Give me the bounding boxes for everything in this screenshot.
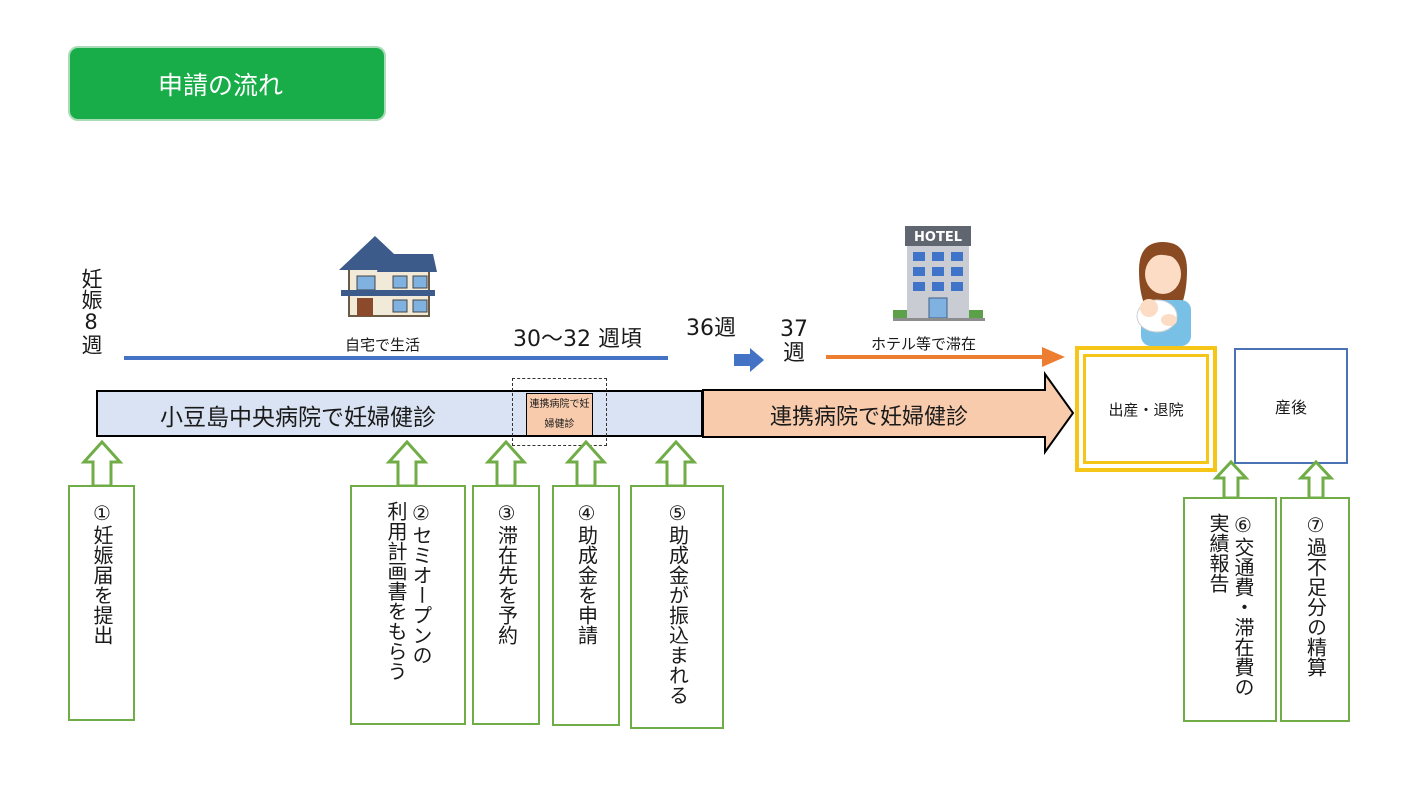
step-4-text: ④助成金を申請: [574, 501, 599, 645]
step-2-text-2: 利用計画書をもらう: [384, 501, 408, 681]
step-7-text: ⑦過不足分の精算: [1303, 513, 1328, 677]
partner-stage-arrow: [702, 370, 1075, 456]
step-2-box: ②セミオープンの 利用計画書をもらう: [350, 485, 466, 725]
birth-label: 出産・退院: [1108, 400, 1184, 419]
transition-arrow: [734, 348, 764, 372]
hotel-icon: HOTEL: [893, 226, 985, 321]
step-5-text: ⑤助成金が振込まれる: [665, 501, 690, 705]
postpartum-label: 産後: [1274, 398, 1307, 417]
step-1-box: ①妊娠届を提出: [68, 485, 135, 721]
step-3-text: ③滞在先を予約: [494, 501, 519, 645]
step1-arrow-icon: [80, 439, 124, 488]
step-2-text-1: ②セミオープンの: [409, 501, 433, 665]
page-title: 申請の流れ: [68, 46, 386, 121]
local-checkup-stage: [96, 390, 703, 437]
step2-arrow-icon: [385, 439, 429, 488]
step-6-text-1: ⑥交通費・滞在費の: [1231, 513, 1255, 697]
home-label: 自宅で生活: [345, 336, 421, 354]
step-6-text-2: 実績報告: [1206, 513, 1230, 593]
step-5-box: ⑤助成金が振込まれる: [630, 485, 724, 729]
birth-box-outer: [1075, 346, 1217, 472]
house-icon: [339, 236, 437, 317]
step7-arrow-icon: [1297, 459, 1335, 500]
step-3-box: ③滞在先を予約: [472, 485, 540, 725]
step4-arrow-icon: [564, 439, 608, 488]
week30-32-label: 30～32 週頃: [513, 327, 642, 352]
step-4-box: ④助成金を申請: [552, 485, 620, 726]
postpartum-box: 産後: [1234, 348, 1348, 464]
week37-label: 37週: [780, 317, 808, 367]
step3-arrow-icon: [484, 439, 528, 488]
step-6-box: ⑥交通費・滞在費の 実績報告: [1183, 497, 1277, 722]
birth-box: 出産・退院: [1083, 354, 1209, 464]
step6-arrow-icon: [1212, 459, 1250, 500]
step5-arrow-icon: [654, 439, 698, 488]
week8-label: 妊娠8週: [79, 268, 103, 355]
svg-text:HOTEL: HOTEL: [914, 230, 962, 245]
local-checkup-label: 小豆島中央病院で妊婦健診: [160, 405, 436, 431]
hotel-label: ホテル等で滞在: [871, 335, 977, 353]
mother-baby-icon: [1136, 242, 1191, 346]
hotel-arrow-head: [1042, 347, 1065, 367]
dashed-highlight: [512, 378, 607, 446]
partner-checkup-small-label: 連携病院で妊婦健診: [529, 399, 590, 430]
step-1-text: ①妊娠届を提出: [90, 501, 114, 645]
step-7-box: ⑦過不足分の精算: [1280, 497, 1350, 722]
partner-checkup-small-box: 連携病院で妊婦健診: [526, 393, 593, 436]
partner-checkup-label: 連携病院で妊婦健診: [770, 405, 969, 430]
